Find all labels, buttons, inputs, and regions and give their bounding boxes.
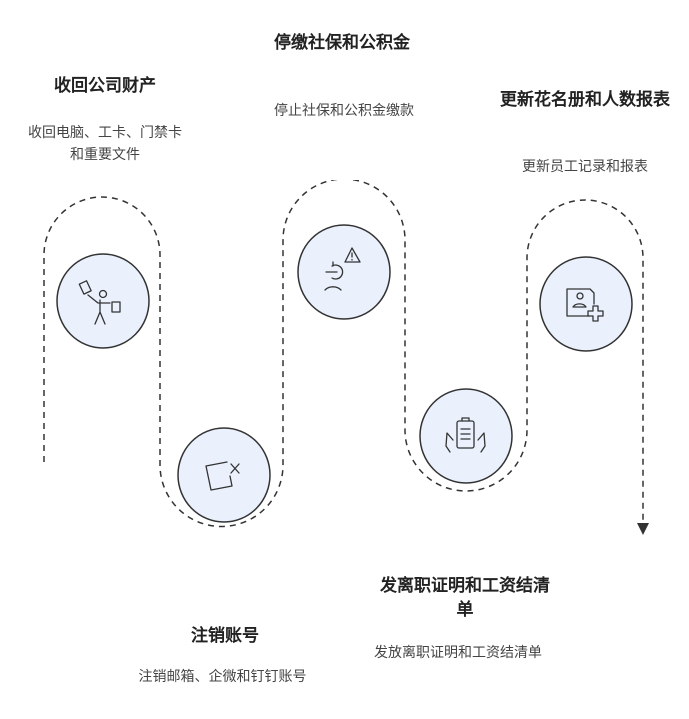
step-2-circle (177, 427, 271, 523)
step-2-desc: 注销邮箱、企微和钉钉账号 (138, 669, 307, 685)
step-5-circle (539, 256, 633, 352)
add-user-record-icon (566, 288, 604, 322)
step-3-title: 停缴社保和公积金 (274, 33, 410, 53)
arrow-head-icon (637, 523, 649, 535)
step-4-title: 发离职证明和工资结清单 (380, 576, 550, 620)
person-returning-items-icon (78, 280, 121, 325)
step-3-desc: 停止社保和公积金缴款 (274, 103, 414, 119)
stop-payment-warning-icon (324, 247, 361, 291)
document-in-hands-icon (445, 417, 486, 453)
step-2-title: 注销账号 (191, 626, 259, 646)
step-3-circle (297, 224, 391, 320)
step-5-desc: 更新员工记录和报表 (522, 159, 648, 175)
step-4-desc: 发放离职证明和工资结清单 (374, 645, 542, 661)
step-5-title: 更新花名册和人数报表 (500, 90, 670, 110)
remove-account-icon (205, 461, 240, 491)
step-1-title: 收回公司财产 (54, 76, 156, 96)
step-1-desc: 收回电脑、工卡、门禁卡和重要文件 (28, 125, 182, 163)
step-4-circle (419, 388, 513, 484)
step-1-circle (56, 253, 150, 349)
